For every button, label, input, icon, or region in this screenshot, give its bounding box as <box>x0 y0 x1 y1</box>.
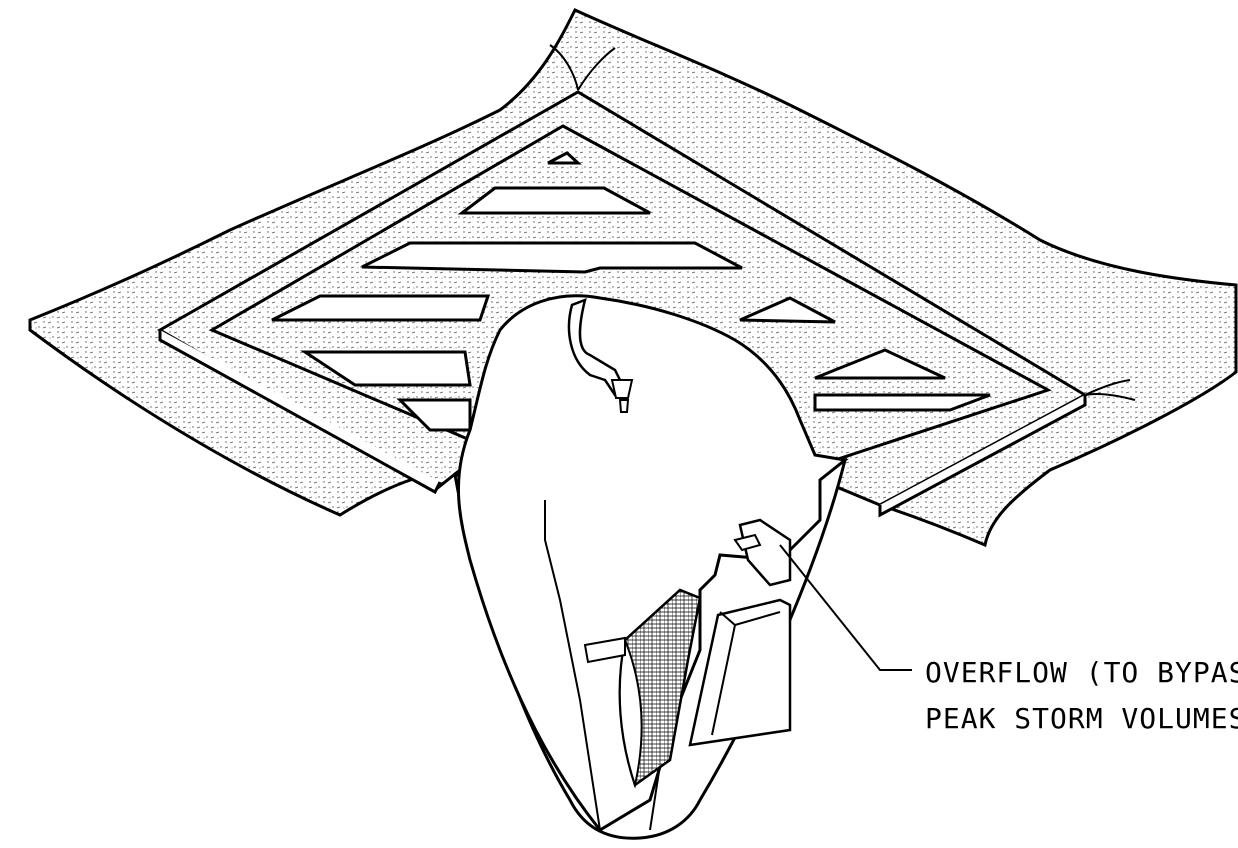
pavement-seam-right <box>1084 379 1136 401</box>
callout-line-2: PEAK STORM VOLUMES <box>925 702 1238 735</box>
drip-nozzle <box>610 379 634 413</box>
support-bar <box>583 636 626 664</box>
front-chute-inner <box>711 611 781 736</box>
hanging-hook <box>567 297 627 397</box>
overflow-port-lip <box>733 533 762 552</box>
grate-frame-edge <box>158 330 1087 518</box>
filter-rim <box>618 636 643 789</box>
pavement-seam-top <box>549 44 616 91</box>
callout-line-1: OVERFLOW (TO BYPASS <box>925 656 1238 689</box>
cutaway-opening <box>456 294 849 832</box>
grate-slots <box>271 151 991 432</box>
leader-line <box>779 544 912 671</box>
front-chute <box>688 598 792 747</box>
